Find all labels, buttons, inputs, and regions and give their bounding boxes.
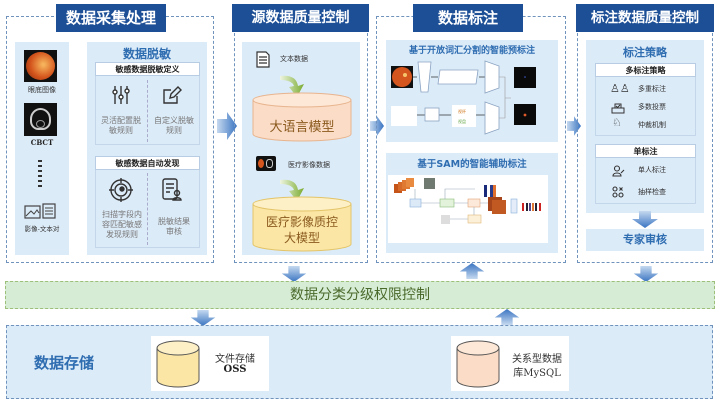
annotation-title: 数据标注	[413, 4, 523, 32]
sliders-icon	[111, 85, 131, 105]
sampling-icon	[612, 183, 624, 198]
definition-item-custom: 自定义脱敏规则	[154, 116, 194, 135]
arrow-right-icon	[567, 112, 581, 140]
source-qc-title: 源数据质量控制	[232, 4, 369, 32]
svg-text:视杯: 视杯	[458, 108, 466, 114]
single-person-icon	[612, 162, 625, 177]
llm-cylinder	[252, 92, 352, 142]
arrow-down-icon	[633, 266, 659, 282]
source-label-fundus: 眼底图像	[28, 86, 56, 94]
oss-label-2: OSS	[223, 364, 247, 375]
mysql-label-2: 库MySQL	[513, 368, 561, 379]
image-qc-label-1: 医疗影像质控	[265, 215, 338, 229]
vote-box-icon	[611, 99, 625, 114]
source-label-pair: 影像-文本对	[24, 225, 60, 233]
open-vocab-pipeline: 视杯视盘	[390, 58, 555, 138]
definition-title: 敏感数据脱敏定义	[95, 62, 200, 76]
image-qc-label-2: 大模型	[283, 231, 320, 245]
majority-vote-label: 多数投票	[638, 103, 666, 111]
arrow-down-icon	[632, 211, 658, 228]
mysql-label-1: 关系型数据	[512, 354, 562, 365]
multi-strategy-title: 多标注策略	[595, 63, 696, 77]
document-user-icon	[161, 178, 183, 202]
medical-image-icon	[256, 156, 276, 171]
svg-text:视盘: 视盘	[458, 118, 466, 124]
arrow-up-icon	[494, 309, 520, 325]
image-qc-cylinder	[252, 196, 352, 252]
divider	[147, 173, 148, 245]
sampling-label: 抽样检查	[638, 188, 666, 196]
ellipsis-icon	[38, 160, 42, 188]
llm-label: 大语言模型	[269, 120, 335, 135]
multi-annotation-label: 多重标注	[638, 85, 666, 93]
arbitration-icon: ♘	[612, 116, 622, 129]
fundus-image-icon	[24, 50, 57, 82]
discovery-item-review: 脱敏结果审核	[158, 217, 190, 236]
expert-review: 专家审核	[586, 229, 704, 251]
target-icon	[109, 178, 133, 202]
source-label-cbct: CBCT	[30, 138, 54, 147]
discovery-title: 敏感数据自动发现	[95, 156, 200, 170]
arbitration-label: 仲裁机制	[638, 121, 666, 129]
sam-title: 基于SAM的智能辅助标注	[417, 159, 527, 170]
access-control-label: 数据分类分级权限控制	[290, 287, 430, 303]
oss-label-1: 文件存储	[215, 354, 255, 365]
text-input-label: 文本数据	[280, 55, 308, 63]
divider	[147, 80, 148, 142]
desensitization-title: 数据脱敏	[122, 47, 171, 61]
edit-icon	[162, 85, 182, 105]
mysql-cylinder-icon	[456, 340, 500, 388]
discovery-item-scan: 扫描字段内容匹配敏感发现规则	[102, 210, 142, 239]
storage-section	[6, 325, 713, 399]
open-vocab-title: 基于开放词汇分割的智能预标注	[408, 46, 535, 56]
definition-item-flexible: 灵活配置脱敏规则	[101, 116, 141, 135]
arrow-curve-icon	[280, 72, 310, 98]
image-text-pair-icon	[24, 203, 58, 219]
arrow-down-icon	[281, 266, 307, 282]
arrow-down-icon	[190, 310, 216, 326]
strategy-title: 标注策略	[623, 46, 667, 59]
text-document-icon	[256, 51, 270, 68]
image-input-label: 医疗影像数据	[288, 161, 330, 169]
single-annotation-title: 单标注	[595, 144, 696, 158]
arrow-curve-icon	[280, 176, 310, 202]
arrow-right-icon	[217, 112, 237, 140]
arrow-up-icon	[459, 263, 485, 279]
access-control-bar	[5, 281, 715, 309]
cbct-image-icon	[24, 103, 57, 136]
single-person-label: 单人标注	[638, 166, 666, 174]
storage-title: 数据存储	[34, 354, 95, 372]
annotation-qc-title: 标注数据质量控制	[576, 4, 714, 32]
arrow-right-icon	[370, 112, 384, 140]
multi-people-icon: ♙♙	[610, 82, 630, 95]
oss-cylinder-icon	[156, 340, 200, 388]
sam-pipeline	[388, 175, 548, 243]
collection-title: 数据采集处理	[56, 4, 166, 32]
